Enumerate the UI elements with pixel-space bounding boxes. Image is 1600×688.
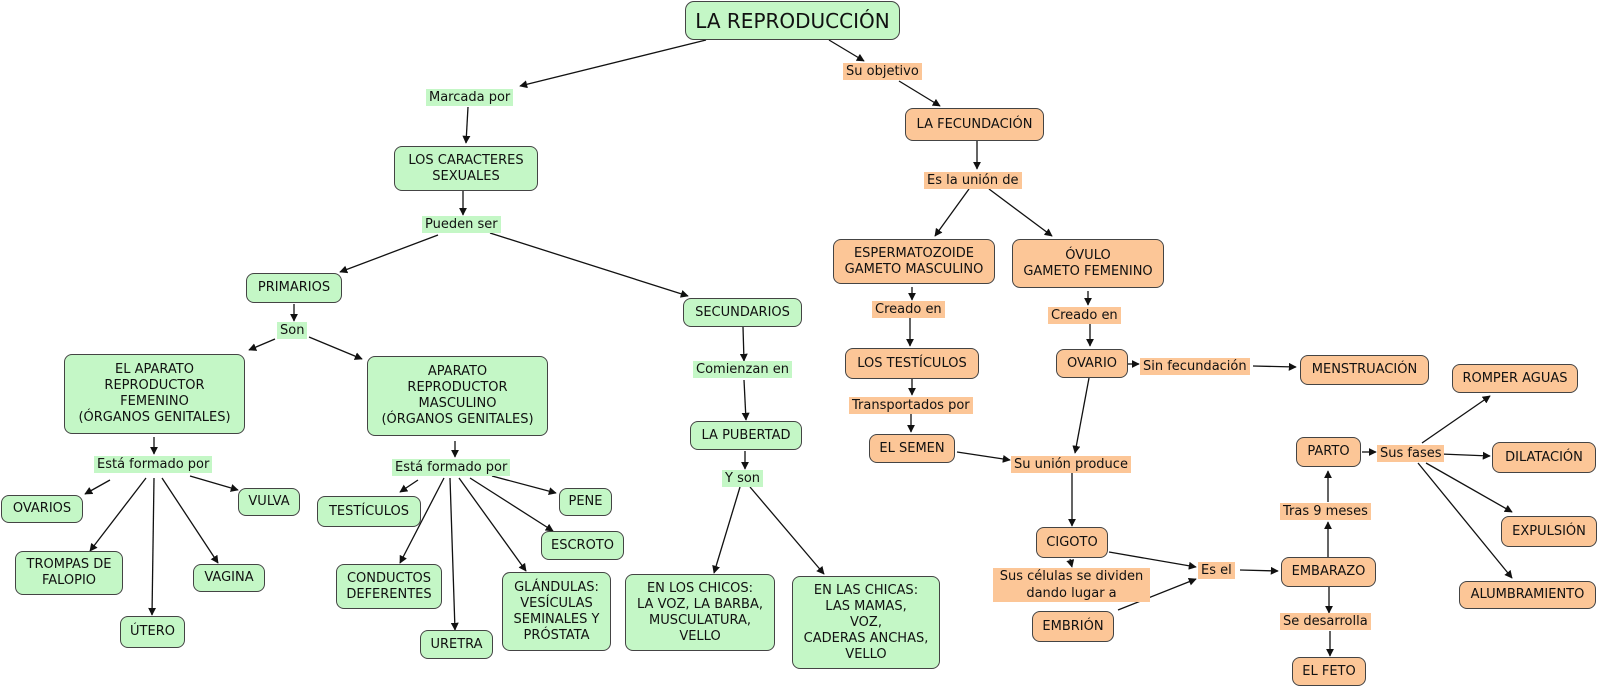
edge (84, 479, 111, 495)
node-expulsion[interactable]: EXPULSIÓN (1501, 516, 1597, 547)
link-label-su-objetivo: Su objetivo (843, 63, 922, 80)
edge (749, 486, 825, 575)
link-label-es-el: Es el (1198, 562, 1235, 579)
link-label-celulas-se-dividen: Sus células se dividen dando lugar a (993, 568, 1150, 602)
node-vagina[interactable]: VAGINA (193, 564, 265, 592)
node-caracteres-sexuales[interactable]: LOS CARACTERES SEXUALES (394, 146, 538, 191)
edge (491, 475, 557, 496)
link-label-formado-femenino: Está formado por (94, 456, 213, 473)
node-ovarios[interactable]: OVARIOS (1, 495, 83, 523)
node-espermatozoide[interactable]: ESPERMATOZOIDE GAMETO MASCULINO (833, 239, 995, 284)
edge (934, 188, 970, 237)
node-romper-aguas[interactable]: ROMPER AGUAS (1452, 364, 1578, 393)
link-label-su-union-produce: Su unión produce (1011, 456, 1131, 473)
edge (828, 39, 865, 62)
title-node[interactable]: LA REPRODUCCIÓN (685, 1, 900, 40)
node-primarios[interactable]: PRIMARIOS (246, 273, 342, 303)
edge (462, 106, 471, 144)
edge (489, 232, 689, 298)
link-label-pueden-ser: Pueden ser (422, 216, 501, 233)
node-utero[interactable]: ÚTERO (120, 616, 185, 648)
link-label-sin-fecundacion: Sin fecundación (1140, 358, 1250, 375)
node-ovulo[interactable]: ÓVULO GAMETO FEMENINO (1012, 239, 1164, 288)
node-menstruacion[interactable]: MENSTRUACIÓN (1300, 355, 1429, 385)
node-glandulas[interactable]: GLÁNDULAS: VESÍCULAS SEMINALES Y PRÓSTAT… (502, 572, 611, 651)
edge (189, 475, 239, 492)
edge (898, 80, 941, 107)
edge (1417, 462, 1513, 579)
link-label-y-son: Y son (722, 470, 764, 487)
edge (1117, 577, 1197, 611)
edge (399, 479, 419, 493)
node-trompas-falopio[interactable]: TROMPAS DE FALOPIO (15, 551, 123, 595)
edge (449, 477, 459, 631)
link-label-son: Son (277, 322, 308, 339)
edge (1252, 362, 1297, 371)
edge (741, 379, 750, 421)
link-label-es-la-union-de: Es la unión de (924, 172, 1022, 189)
link-label-sus-fases: Sus fases (1377, 445, 1445, 462)
node-el-feto[interactable]: EL FETO (1292, 657, 1366, 686)
node-en-los-chicos[interactable]: EN LOS CHICOS: LA VOZ, LA BARBA, MUSCULA… (625, 574, 775, 651)
edge (1425, 462, 1513, 513)
node-en-las-chicas[interactable]: EN LAS CHICAS: LAS MAMAS, VOZ, CADERAS A… (792, 576, 940, 669)
edge (458, 477, 527, 572)
link-label-marcada-por: Marcada por (426, 89, 514, 106)
edge (308, 336, 363, 360)
node-embarazo[interactable]: EMBARAZO (1281, 557, 1376, 587)
node-cigoto[interactable]: CIGOTO (1036, 527, 1108, 558)
node-aparato-masculino[interactable]: APARATO REPRODUCTOR MASCULINO (ÓRGANOS G… (367, 356, 548, 436)
node-secundarios[interactable]: SECUNDARIOS (683, 298, 802, 327)
link-label-transportados-por: Transportados por (849, 397, 973, 414)
edge (89, 477, 147, 552)
link-label-comienzan-en: Comienzan en (693, 361, 792, 378)
edge (956, 451, 1011, 463)
edge (519, 39, 707, 89)
edge (399, 477, 445, 564)
edge (988, 188, 1053, 237)
edge (248, 338, 276, 351)
edge (339, 234, 439, 274)
node-dilatacion[interactable]: DILATACIÓN (1492, 442, 1596, 473)
node-alumbramiento[interactable]: ALUMBRAMIENTO (1459, 581, 1596, 609)
edge (1108, 551, 1197, 570)
node-vulva[interactable]: VULVA (238, 488, 300, 516)
node-uretra[interactable]: URETRA (420, 630, 493, 659)
edge (1072, 377, 1090, 454)
edge (161, 477, 219, 564)
edge (148, 477, 157, 616)
link-label-se-desarrolla: Se desarrolla (1280, 613, 1371, 630)
node-ovario[interactable]: OVARIO (1056, 349, 1128, 378)
edge (1239, 566, 1279, 575)
node-aparato-femenino[interactable]: EL APARATO REPRODUCTOR FEMENINO (ÓRGANOS… (64, 354, 245, 434)
node-el-semen[interactable]: EL SEMEN (869, 434, 955, 463)
edge (739, 326, 748, 362)
node-escroto[interactable]: ESCROTO (541, 531, 624, 560)
node-los-testiculos[interactable]: LOS TESTÍCULOS (845, 348, 979, 379)
link-label-tras-9-meses: Tras 9 meses (1280, 503, 1371, 520)
edge (1066, 558, 1075, 568)
node-testiculos-masculino[interactable]: TESTÍCULOS (317, 496, 421, 527)
node-pene[interactable]: PENE (559, 488, 612, 516)
node-embrion[interactable]: EMBRIÓN (1032, 611, 1114, 642)
node-conductos-deferentes[interactable]: CONDUCTOS DEFERENTES (336, 564, 442, 609)
edge (469, 477, 554, 532)
node-fecundacion[interactable]: LA FECUNDACIÓN (905, 108, 1044, 141)
node-pubertad[interactable]: LA PUBERTAD (690, 421, 802, 450)
link-label-creado-en-2: Creado en (1048, 307, 1121, 324)
edge (712, 486, 741, 574)
link-label-formado-masculino: Está formado por (392, 459, 511, 476)
link-label-creado-en-1: Creado en (872, 301, 945, 318)
node-parto[interactable]: PARTO (1296, 437, 1361, 467)
edge (1421, 395, 1491, 444)
